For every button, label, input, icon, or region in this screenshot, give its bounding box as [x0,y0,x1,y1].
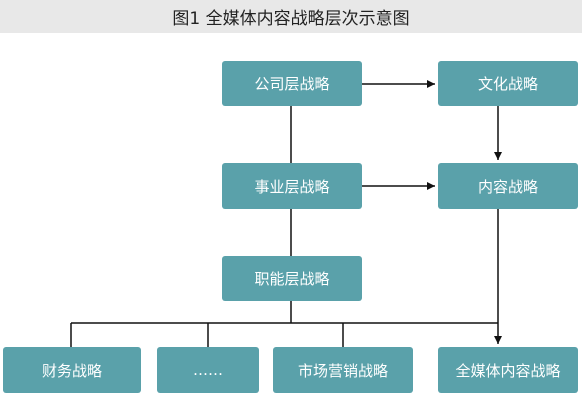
node-functional-strategy: 职能层战略 [222,256,362,301]
node-corporate-strategy: 公司层战略 [222,61,362,106]
node-marketing-strategy: 市场营销战略 [273,347,413,393]
node-finance-strategy: 财务战略 [3,347,141,393]
node-all-media-content-strategy: 全媒体内容战略 [438,347,578,393]
node-ellipsis: …… [157,347,259,393]
node-culture-strategy: 文化战略 [438,61,578,106]
diagram-title: 图1 全媒体内容战略层次示意图 [0,0,582,33]
node-business-strategy: 事业层战略 [222,163,362,209]
node-content-strategy: 内容战略 [438,163,578,209]
